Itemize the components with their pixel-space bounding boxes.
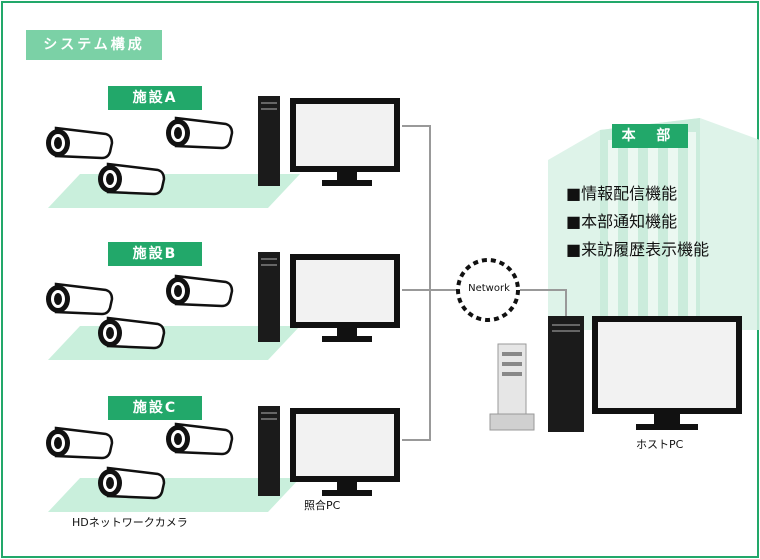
host-pc-label: ホストPC: [636, 438, 684, 451]
host-pc-icon: [548, 316, 742, 432]
page-title: システム構成: [26, 30, 162, 60]
pc-icon: [258, 406, 400, 496]
feature-item: ■情報配信機能: [566, 184, 678, 203]
camera-icon: [44, 282, 114, 316]
pc-icon: [258, 96, 400, 186]
pc-icon: [258, 252, 400, 342]
network-lines: [402, 125, 567, 441]
camera-icon: [96, 316, 166, 350]
hq-building: [548, 118, 760, 330]
feature-item: ■本部通知機能: [566, 212, 678, 231]
network-cloud-icon: [456, 258, 520, 322]
network-label: Network: [468, 283, 510, 294]
camera-icon: [164, 274, 234, 308]
collation-pc-label: 照合PC: [304, 499, 341, 512]
camera-icon: [44, 426, 114, 460]
site-c-label: 施設C: [108, 396, 202, 420]
camera-icon: [96, 466, 166, 500]
camera-label: HDネットワークカメラ: [72, 516, 188, 529]
site-b-label: 施設B: [108, 242, 202, 266]
camera-icon: [44, 126, 114, 160]
server-icon: [489, 343, 535, 431]
camera-icon: [96, 162, 166, 196]
feature-item: ■来訪履歴表示機能: [566, 240, 710, 259]
site-a-label: 施設A: [108, 86, 202, 110]
hq-label: 本 部: [612, 124, 688, 148]
camera-icon: [164, 116, 234, 150]
camera-icon: [164, 422, 234, 456]
